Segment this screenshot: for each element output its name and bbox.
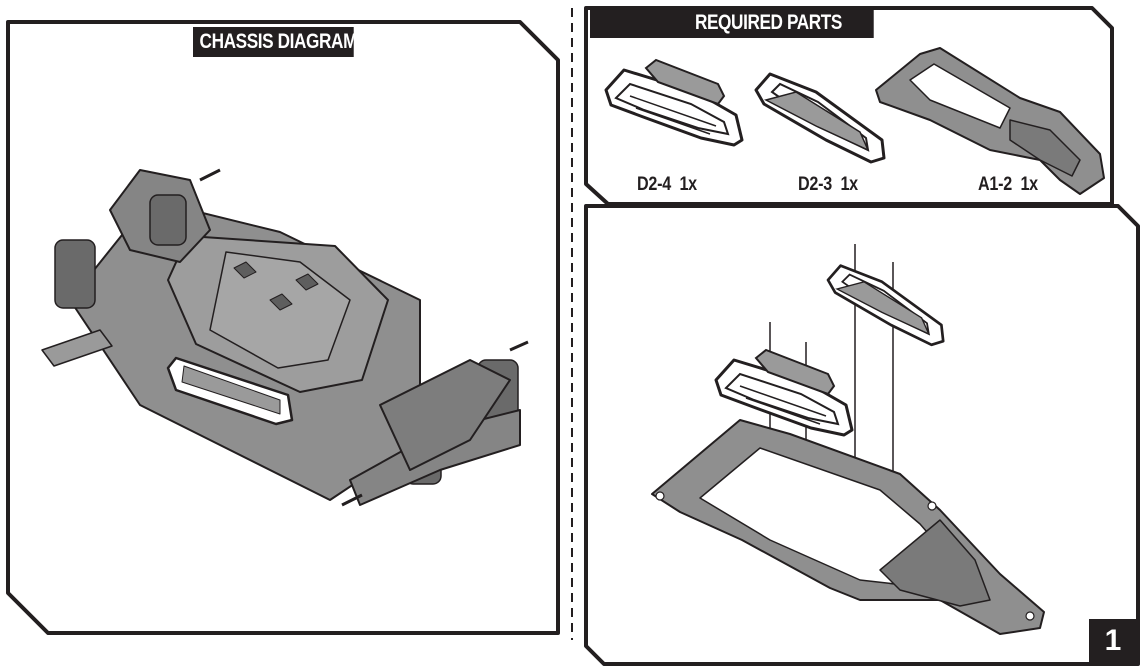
part-d2-3-illustration xyxy=(754,72,886,164)
required-parts-title: REQUIRED PARTS xyxy=(590,8,874,38)
part-a1-2-illustration xyxy=(875,47,1105,195)
part-label-d2-4: D2-4 1x xyxy=(637,174,697,195)
part-d2-4-illustration xyxy=(604,58,744,147)
step-part-d2-3 xyxy=(826,264,945,347)
chassis-assembly-illustration xyxy=(41,168,529,507)
step-chassis-frame xyxy=(651,419,1045,635)
part-label-d2-3: D2-3 1x xyxy=(798,174,858,195)
part-label-a1-2: A1-2 1x xyxy=(978,174,1038,195)
step-number: 1 xyxy=(1089,619,1137,663)
panel-frames xyxy=(6,6,1140,666)
chassis-diagram-title: CHASSIS DIAGRAM xyxy=(193,27,357,57)
